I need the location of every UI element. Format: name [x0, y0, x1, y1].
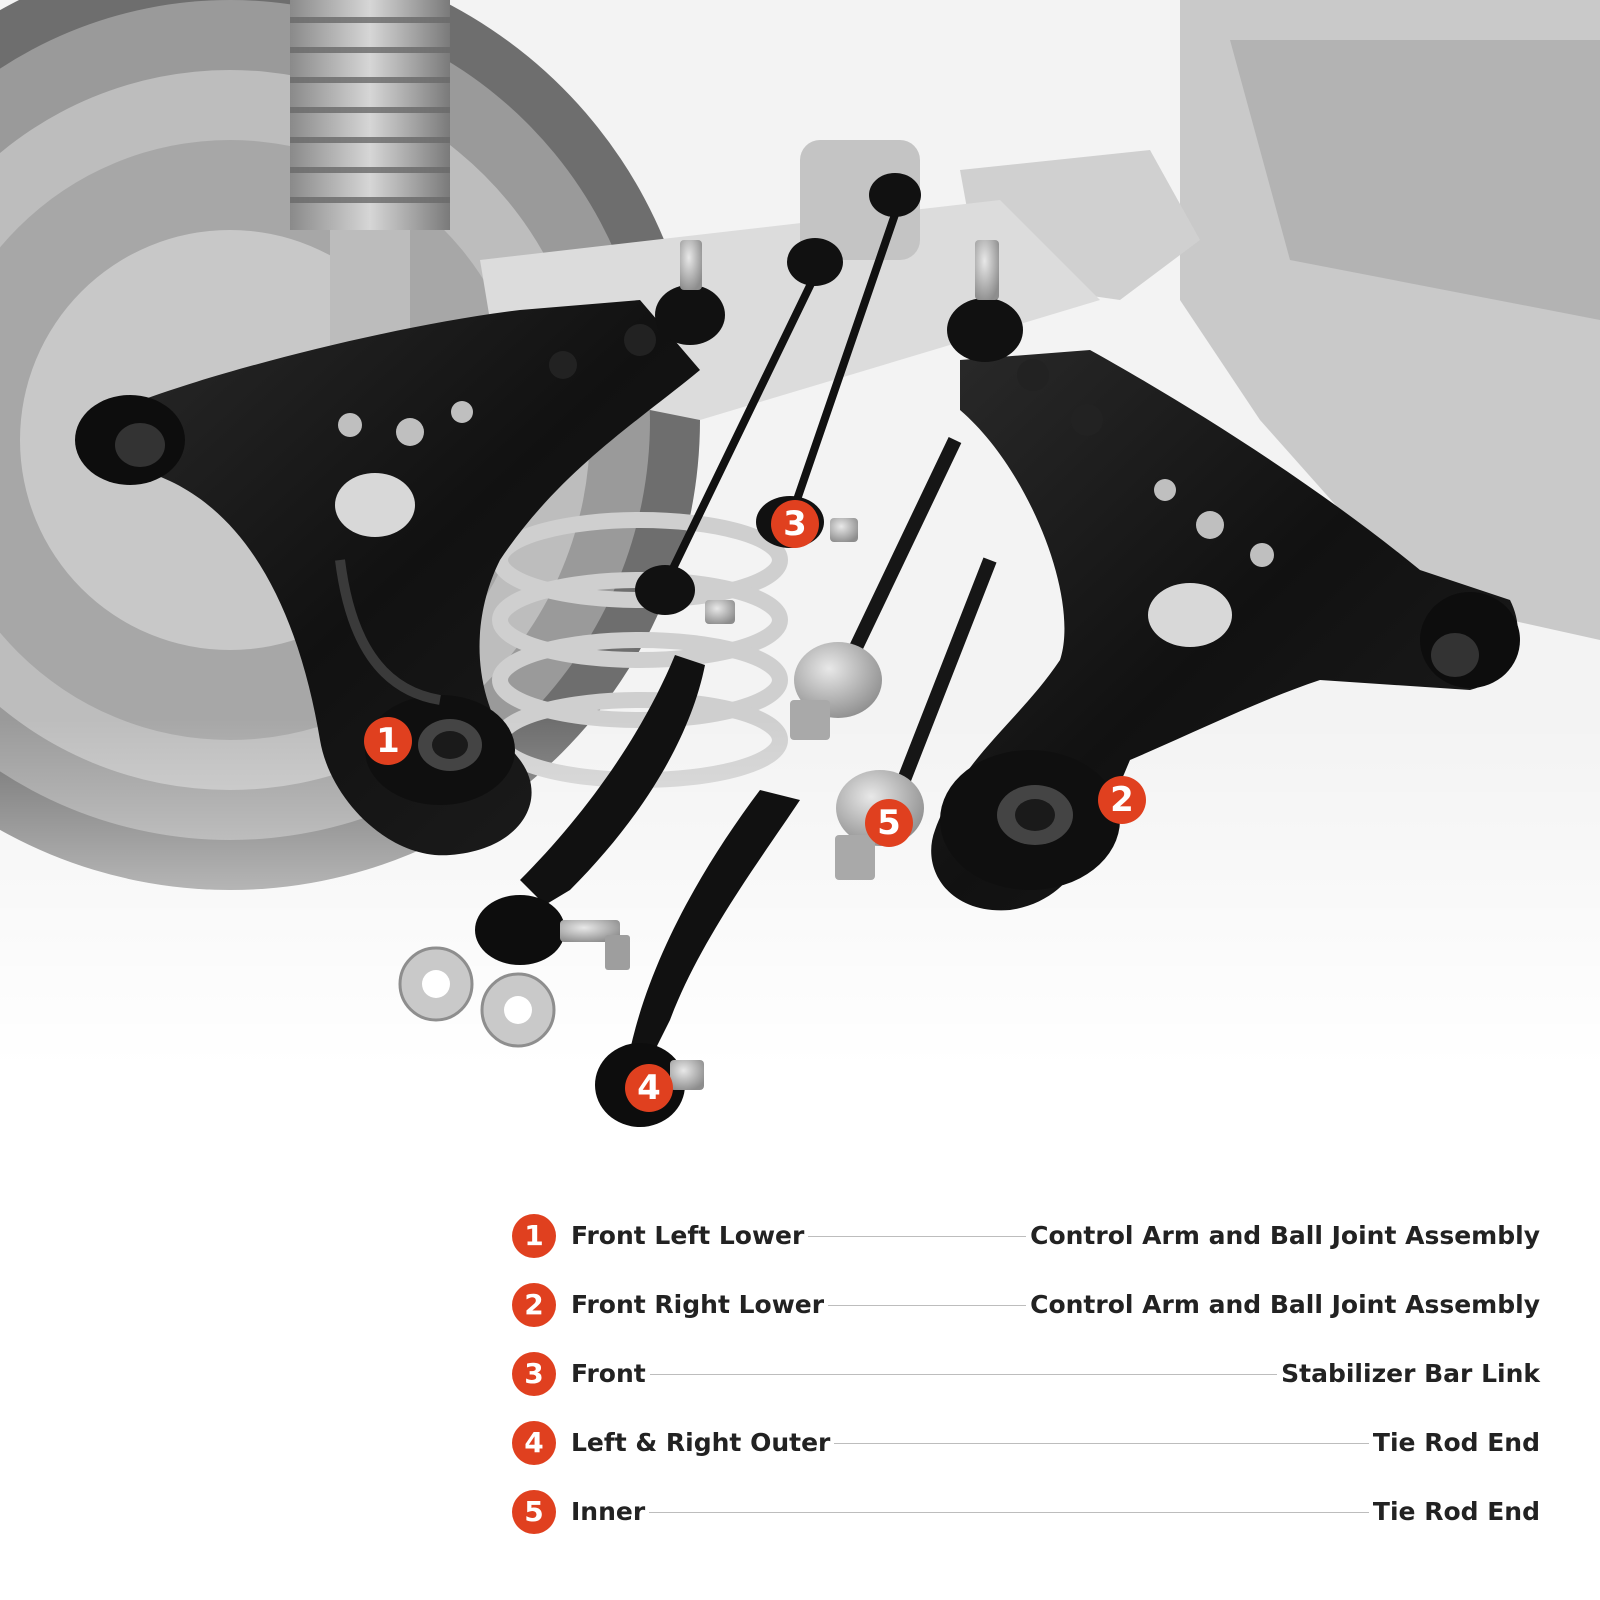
callout-number: 2 — [1110, 780, 1134, 820]
callout-badge-4: 4 — [625, 1064, 673, 1112]
legend-part-name: Control Arm and Ball Joint Assembly — [1030, 1290, 1540, 1319]
leader-line — [808, 1236, 1027, 1237]
legend-position: Front — [571, 1359, 646, 1388]
legend-position: Front Left Lower — [571, 1221, 805, 1250]
leader-line — [834, 1443, 1369, 1444]
callout-number: 3 — [783, 504, 807, 544]
legend-row-2: 2 Front Right Lower Control Arm and Ball… — [512, 1283, 1540, 1352]
legend-part-name: Stabilizer Bar Link — [1281, 1359, 1540, 1388]
callout-number: 4 — [637, 1068, 661, 1108]
callout-badge-5: 5 — [865, 799, 913, 847]
legend-row-1: 1 Front Left Lower Control Arm and Ball … — [512, 1214, 1540, 1283]
parts-legend: 1 Front Left Lower Control Arm and Ball … — [512, 1214, 1540, 1559]
legend-position: Front Right Lower — [571, 1290, 825, 1319]
legend-row-4: 4 Left & Right Outer Tie Rod End — [512, 1421, 1540, 1490]
legend-position: Left & Right Outer — [571, 1428, 831, 1457]
legend-badge: 1 — [512, 1214, 556, 1258]
callout-badge-3: 3 — [771, 500, 819, 548]
legend-position: Inner — [571, 1497, 646, 1526]
legend-row-3: 3 Front Stabilizer Bar Link — [512, 1352, 1540, 1421]
leader-line — [649, 1512, 1369, 1513]
callout-number: 1 — [376, 721, 400, 761]
legend-row-5: 5 Inner Tie Rod End — [512, 1490, 1540, 1559]
callout-number: 5 — [877, 803, 901, 843]
leader-line — [828, 1305, 1027, 1306]
callout-badge-1: 1 — [364, 717, 412, 765]
outer-tie-rod-ends — [398, 655, 800, 1127]
legend-part-name: Tie Rod End — [1372, 1497, 1540, 1526]
legend-badge: 3 — [512, 1352, 556, 1396]
legend-badge: 5 — [512, 1490, 556, 1534]
legend-badge: 4 — [512, 1421, 556, 1465]
inner-tie-rod-ends — [790, 436, 997, 880]
legend-part-name: Control Arm and Ball Joint Assembly — [1030, 1221, 1540, 1250]
legend-badge: 2 — [512, 1283, 556, 1327]
callout-badge-2: 2 — [1098, 776, 1146, 824]
front-right-control-arm — [931, 240, 1520, 911]
leader-line — [649, 1374, 1278, 1375]
suspension-parts-photo: 1 2 3 4 5 — [0, 0, 1600, 1160]
legend-part-name: Tie Rod End — [1372, 1428, 1540, 1457]
